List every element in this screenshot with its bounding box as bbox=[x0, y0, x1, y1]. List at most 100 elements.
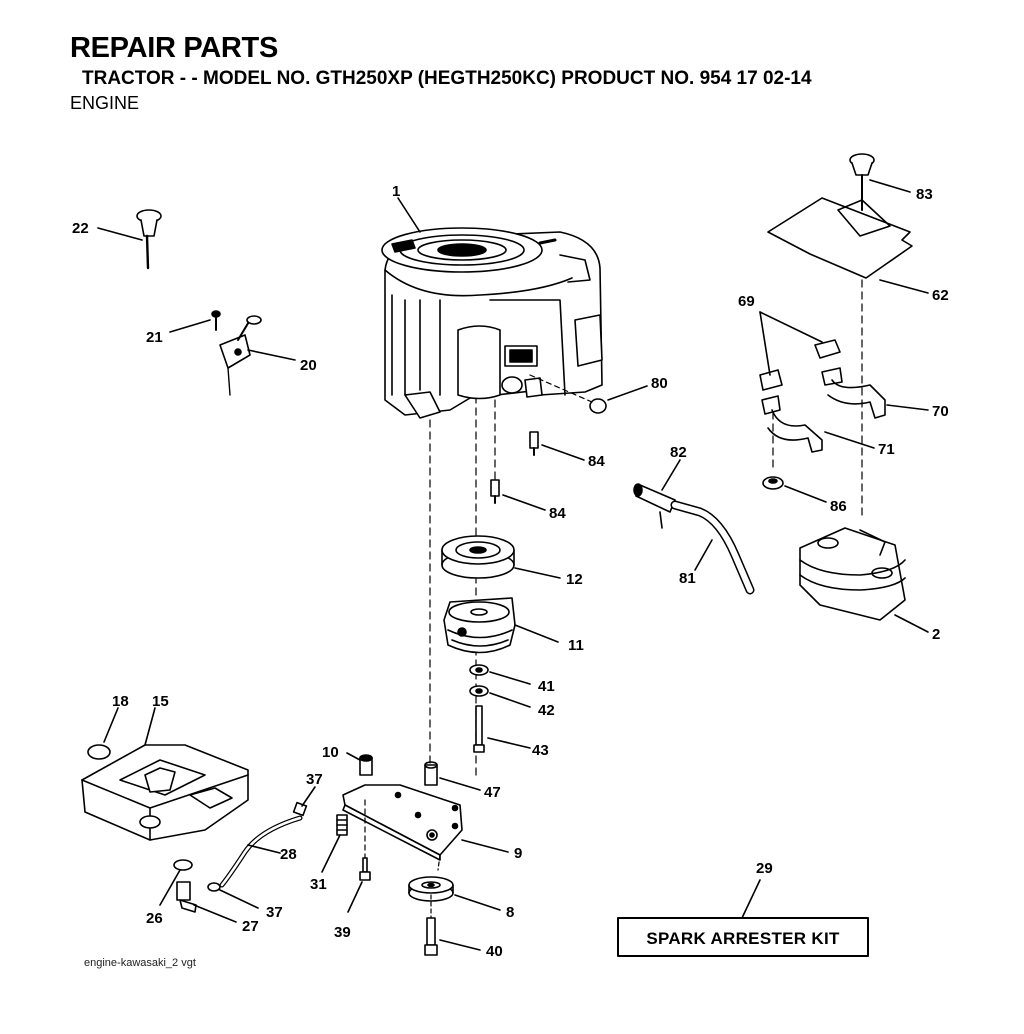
callout-39: 39 bbox=[334, 924, 351, 941]
callout-12: 12 bbox=[566, 571, 583, 588]
callout-81: 81 bbox=[679, 570, 696, 587]
callout-37a: 37 bbox=[306, 771, 323, 788]
callout-84a: 84 bbox=[588, 453, 605, 470]
leader-71 bbox=[824, 431, 875, 449]
callout-84b: 84 bbox=[549, 505, 566, 522]
leader-69b bbox=[759, 311, 823, 343]
spacers-illustration bbox=[359, 754, 438, 786]
page-header: REPAIR PARTS TRACTOR - - MODEL NO. GTH25… bbox=[70, 30, 812, 114]
leader-69a bbox=[759, 311, 771, 376]
callout-11: 11 bbox=[568, 637, 584, 654]
bolts-84-illustration bbox=[490, 431, 539, 504]
leader-18 bbox=[103, 707, 119, 743]
callout-40: 40 bbox=[486, 943, 503, 960]
callout-1: 1 bbox=[392, 183, 400, 200]
callout-2: 2 bbox=[932, 626, 940, 643]
fuel-shutoff-illustration bbox=[173, 859, 197, 913]
leader-12 bbox=[514, 567, 561, 579]
callout-numbers: 1 22 21 20 83 62 69 70 71 80 84 84 82 81… bbox=[72, 183, 949, 960]
leader-26 bbox=[159, 869, 181, 906]
callout-71: 71 bbox=[878, 441, 895, 458]
leader-31 bbox=[321, 834, 341, 873]
fuel-line-illustration bbox=[207, 801, 308, 892]
spark-arrester-kit-label: SPARK ARRESTER KIT bbox=[646, 929, 840, 948]
throttle-bracket-illustration bbox=[211, 310, 262, 396]
leader-42 bbox=[489, 692, 531, 708]
callout-62: 62 bbox=[932, 287, 949, 304]
callout-47: 47 bbox=[484, 784, 501, 801]
callout-37b: 37 bbox=[266, 904, 283, 921]
callout-41: 41 bbox=[538, 678, 555, 695]
callout-29: 29 bbox=[756, 860, 773, 877]
idler-pulley-illustration bbox=[408, 876, 454, 956]
spring-bolt-illustration bbox=[336, 799, 371, 881]
callout-42: 42 bbox=[538, 702, 555, 719]
leader-84a bbox=[541, 444, 585, 461]
callout-9: 9 bbox=[514, 845, 522, 862]
leader-27 bbox=[193, 904, 237, 923]
page-title: REPAIR PARTS bbox=[70, 32, 279, 64]
callout-80: 80 bbox=[651, 375, 668, 392]
fuel-tank-illustration bbox=[81, 744, 249, 841]
leader-81 bbox=[694, 539, 713, 571]
leader-11 bbox=[514, 624, 559, 643]
leader-39 bbox=[347, 881, 363, 913]
callout-31: 31 bbox=[310, 876, 327, 893]
engine-bracket-illustration bbox=[342, 784, 463, 871]
leader-1 bbox=[397, 197, 421, 233]
leader-37b bbox=[219, 889, 259, 909]
washers-bolt-illustration bbox=[469, 664, 489, 753]
leader-10 bbox=[346, 752, 361, 761]
callout-82: 82 bbox=[670, 444, 687, 461]
leader-8 bbox=[454, 894, 501, 911]
clutch-11-illustration bbox=[443, 597, 516, 654]
leader-21 bbox=[169, 319, 211, 333]
callout-18: 18 bbox=[112, 693, 129, 710]
spark-arrester-kit-box bbox=[617, 917, 869, 957]
leader-28 bbox=[247, 844, 281, 854]
exhaust-pipes-illustration bbox=[759, 339, 886, 490]
callout-69: 69 bbox=[738, 293, 755, 310]
dipstick-illustration bbox=[136, 209, 162, 270]
callout-21: 21 bbox=[146, 329, 163, 346]
callout-43: 43 bbox=[532, 742, 549, 759]
oil-drain-hose-illustration bbox=[633, 483, 755, 595]
leader-43 bbox=[487, 737, 531, 749]
callout-10: 10 bbox=[322, 744, 339, 761]
callout-28: 28 bbox=[280, 846, 297, 863]
callout-86: 86 bbox=[830, 498, 847, 515]
callout-27: 27 bbox=[242, 918, 259, 935]
leader-47 bbox=[439, 777, 481, 791]
pulley-12-illustration bbox=[441, 535, 515, 579]
nut-80-illustration bbox=[529, 374, 607, 414]
callout-20: 20 bbox=[300, 357, 317, 374]
callout-26: 26 bbox=[146, 910, 163, 927]
leader-83 bbox=[869, 179, 911, 193]
leader-80 bbox=[607, 385, 648, 401]
leader-84b bbox=[502, 494, 546, 511]
drawing-filename: engine-kawasaki_2 vgt bbox=[84, 957, 196, 969]
leader-86 bbox=[784, 485, 827, 503]
leader-2 bbox=[894, 614, 929, 633]
leader-82 bbox=[661, 459, 681, 491]
leader-70 bbox=[886, 404, 929, 411]
leader-15 bbox=[144, 707, 156, 746]
leader-40 bbox=[439, 939, 481, 951]
leader-41 bbox=[489, 671, 531, 685]
model-subtitle: TRACTOR - - MODEL NO. GTH250XP (HEGTH250… bbox=[82, 68, 812, 89]
leader-22 bbox=[97, 227, 143, 241]
callout-83: 83 bbox=[916, 186, 933, 203]
callout-8: 8 bbox=[506, 904, 514, 921]
muffler-illustration bbox=[799, 527, 906, 621]
section-name: ENGINE bbox=[70, 93, 140, 113]
muffler-shield-illustration bbox=[767, 153, 913, 279]
leader-9 bbox=[461, 839, 509, 853]
callout-70: 70 bbox=[932, 403, 949, 420]
leader-29 bbox=[741, 879, 761, 919]
callout-15: 15 bbox=[152, 693, 169, 710]
callout-22: 22 bbox=[72, 220, 89, 237]
leader-20 bbox=[247, 349, 296, 361]
leader-37a bbox=[301, 786, 316, 807]
leader-62 bbox=[879, 279, 929, 294]
